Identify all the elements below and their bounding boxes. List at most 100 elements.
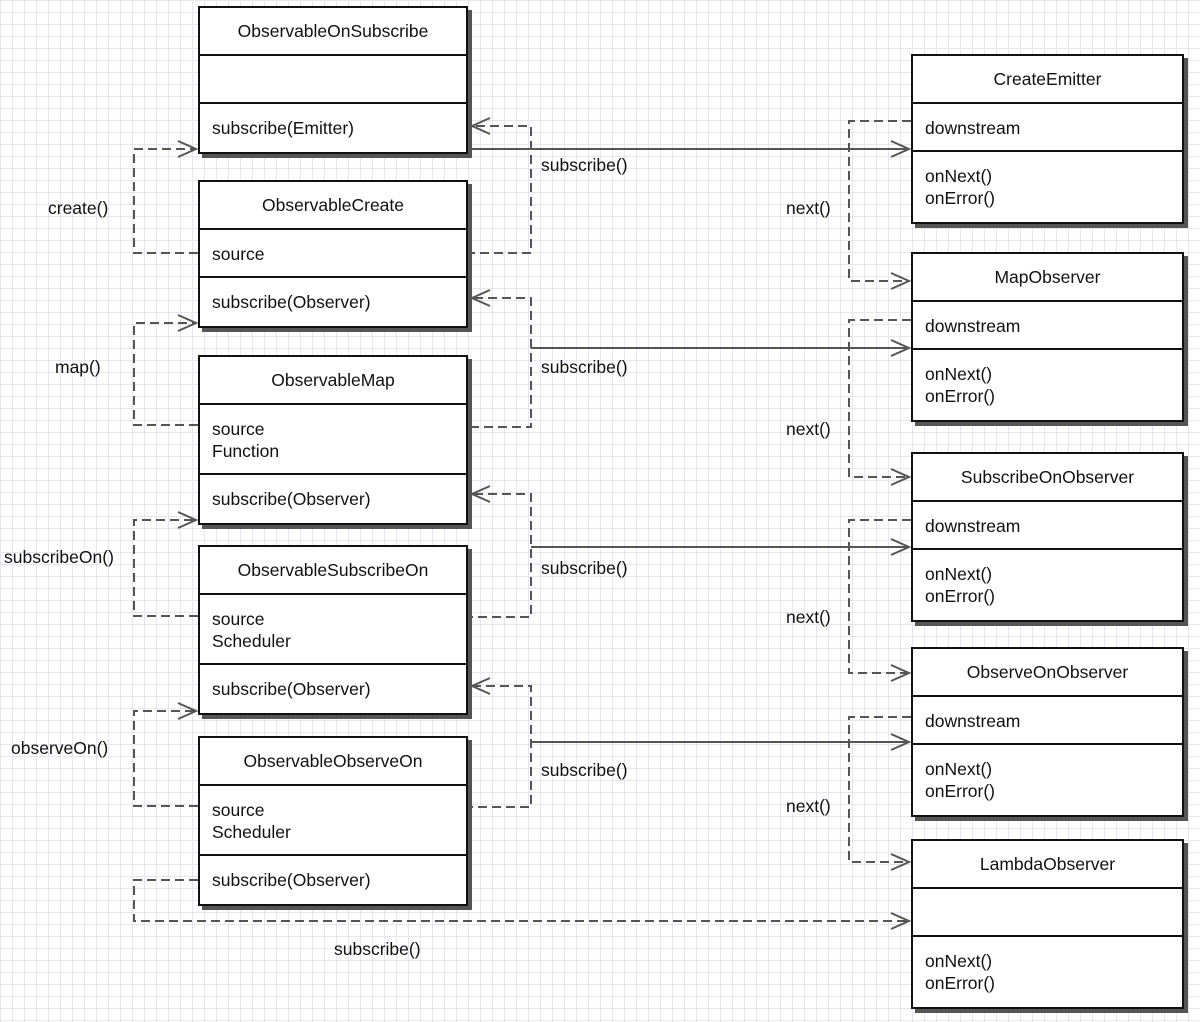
- method: onNext(): [925, 166, 993, 186]
- class-name: SubscribeOnObserver: [913, 454, 1182, 502]
- operator-connector: [133, 519, 198, 617]
- class-fields: source: [200, 230, 466, 278]
- method: onError(): [925, 386, 996, 406]
- arrowhead: [177, 511, 199, 529]
- class-methods: subscribe(Observer): [200, 278, 466, 326]
- method: subscribe(Observer): [212, 679, 371, 699]
- method: onNext(): [925, 364, 993, 384]
- next-connector: [848, 716, 911, 863]
- class-lambda-observer: LambdaObserver onNext() onError(): [911, 839, 1184, 1009]
- class-fields: [913, 889, 1182, 937]
- arrowhead: [890, 664, 912, 682]
- arrowhead: [469, 289, 491, 307]
- arrowhead: [177, 140, 199, 158]
- class-methods: onNext() onError(): [913, 152, 1182, 222]
- class-observable-observe-on: ObservableObserveOn source Scheduler sub…: [198, 736, 468, 906]
- operator-label-map: map(): [55, 357, 101, 377]
- next-label: next(): [786, 796, 831, 816]
- field: source: [212, 419, 265, 439]
- class-observable-on-subscribe: ObservableOnSubscribe subscribe(Emitter): [198, 6, 468, 154]
- arrowhead: [890, 468, 912, 486]
- next-connector: [848, 319, 911, 478]
- class-fields: downstream: [913, 302, 1182, 350]
- next-label: next(): [786, 198, 831, 218]
- next-label: next(): [786, 607, 831, 627]
- class-name: CreateEmitter: [913, 56, 1182, 104]
- subscribe-label: subscribe(): [541, 357, 628, 377]
- arrowhead: [890, 853, 912, 871]
- class-methods: subscribe(Observer): [200, 475, 466, 523]
- subscribe-label: subscribe(): [541, 760, 628, 780]
- field: downstream: [925, 711, 1021, 731]
- class-fields: downstream: [913, 697, 1182, 745]
- method: subscribe(Observer): [212, 489, 371, 509]
- class-methods: onNext() onError(): [913, 745, 1182, 815]
- class-subscribe-on-observer: SubscribeOnObserver downstream onNext() …: [911, 452, 1184, 622]
- lambda-subscribe-connector: [133, 879, 909, 922]
- class-observable-subscribe-on: ObservableSubscribeOn source Scheduler s…: [198, 545, 468, 715]
- class-create-emitter: CreateEmitter downstream onNext() onErro…: [911, 54, 1184, 224]
- method: subscribe(Observer): [212, 292, 371, 312]
- operator-connector: [133, 710, 198, 807]
- class-fields: source Scheduler: [200, 786, 466, 856]
- class-fields: downstream: [913, 502, 1182, 550]
- arrowhead: [177, 702, 199, 720]
- subscribe-label: subscribe(): [334, 939, 421, 959]
- method: onNext(): [925, 564, 993, 584]
- class-name: ObservableObserveOn: [200, 738, 466, 786]
- next-label: next(): [786, 419, 831, 439]
- subscribe-label: subscribe(): [541, 155, 628, 175]
- field: downstream: [925, 516, 1021, 536]
- class-fields: source Scheduler: [200, 595, 466, 665]
- field: Scheduler: [212, 631, 291, 651]
- method: onError(): [925, 586, 996, 606]
- next-connector: [848, 519, 911, 674]
- field: downstream: [925, 118, 1021, 138]
- class-observe-on-observer: ObserveOnObserver downstream onNext() on…: [911, 647, 1184, 817]
- arrowhead: [890, 272, 912, 290]
- field: source: [212, 244, 265, 264]
- arrowhead: [890, 140, 912, 158]
- class-methods: subscribe(Emitter): [200, 104, 466, 152]
- arrowhead: [890, 339, 912, 357]
- next-connector: [848, 120, 911, 282]
- subscribe-label: subscribe(): [541, 558, 628, 578]
- class-fields: [200, 56, 466, 104]
- field: Scheduler: [212, 822, 291, 842]
- class-name: ObservableSubscribeOn: [200, 547, 466, 595]
- operator-connector: [133, 148, 198, 254]
- class-name: ObserveOnObserver: [913, 649, 1182, 697]
- method: onError(): [925, 781, 996, 801]
- class-methods: subscribe(Observer): [200, 665, 466, 713]
- method: onNext(): [925, 951, 993, 971]
- arrowhead: [177, 314, 199, 332]
- field: downstream: [925, 316, 1021, 336]
- class-observable-create: ObservableCreate source subscribe(Observ…: [198, 180, 468, 328]
- class-methods: subscribe(Observer): [200, 856, 466, 904]
- operator-label-observe-on: observeOn(): [11, 738, 109, 758]
- arrowhead: [469, 117, 491, 135]
- arrowhead: [890, 912, 912, 930]
- arrowhead: [890, 733, 912, 751]
- class-name: LambdaObserver: [913, 841, 1182, 889]
- operator-label-create: create(): [48, 198, 109, 218]
- class-fields: downstream: [913, 104, 1182, 152]
- method: onError(): [925, 973, 996, 993]
- class-fields: source Function: [200, 405, 466, 475]
- class-name: MapObserver: [913, 254, 1182, 302]
- operator-label-subscribe-on: subscribeOn(): [4, 547, 114, 567]
- arrowhead: [469, 485, 491, 503]
- arrowhead: [469, 677, 491, 695]
- class-observable-map: ObservableMap source Function subscribe(…: [198, 355, 468, 525]
- class-methods: onNext() onError(): [913, 937, 1182, 1007]
- method: subscribe(Observer): [212, 870, 371, 890]
- class-methods: onNext() onError(): [913, 350, 1182, 420]
- class-name: ObservableOnSubscribe: [200, 8, 466, 56]
- method: subscribe(Emitter): [212, 118, 354, 138]
- field: source: [212, 800, 265, 820]
- field: source: [212, 609, 265, 629]
- class-methods: onNext() onError(): [913, 550, 1182, 620]
- arrowhead: [890, 538, 912, 556]
- class-name: ObservableCreate: [200, 182, 466, 230]
